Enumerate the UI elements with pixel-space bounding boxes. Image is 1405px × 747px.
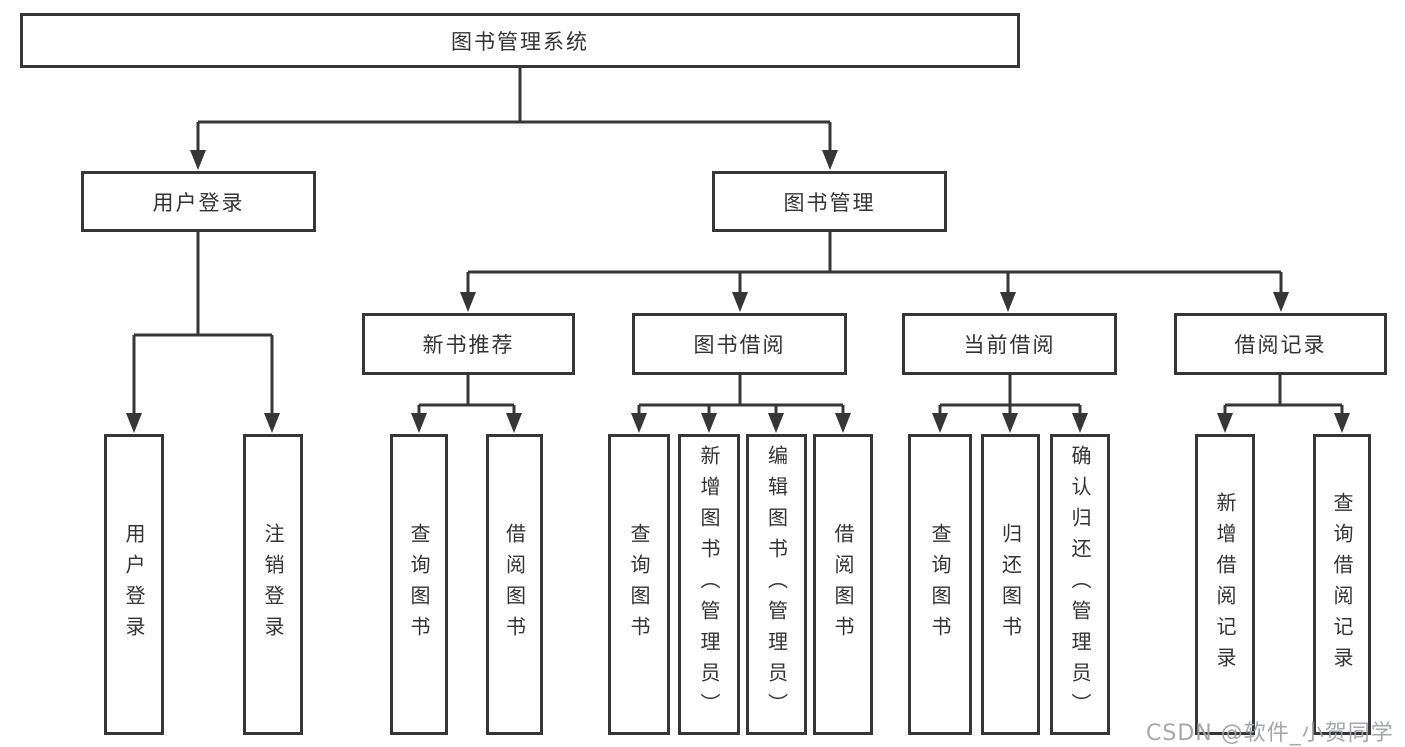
leaf-add-borrow-record: 新增借阅记录 xyxy=(1195,434,1255,735)
leaf-recommend-borrow-books: 借阅图书 xyxy=(486,434,543,735)
leaf-return-books: 归还图书 xyxy=(981,434,1040,735)
leaf-user-login: 用户登录 xyxy=(104,434,164,735)
leaf-add-borrow-record-label: 新增借阅记录 xyxy=(1213,491,1237,678)
leaf-recommend-query-books-label: 查询图书 xyxy=(407,522,431,647)
leaf-query-borrow-record-label: 查询借阅记录 xyxy=(1330,491,1354,678)
csdn-watermark: CSDN @软件_小贺同学 xyxy=(1146,715,1394,747)
leaf-borrow-books-label: 借阅图书 xyxy=(831,522,855,647)
node-borrow-record: 借阅记录 xyxy=(1174,313,1387,375)
node-book-management-label: 图书管理 xyxy=(783,190,876,215)
leaf-confirm-return-admin: 确认归还（管理员） xyxy=(1050,434,1110,735)
connector-borrow-record xyxy=(1223,375,1344,415)
leaf-add-books-admin-label: 新增图书（管理员） xyxy=(697,445,721,724)
connector-current-borrow xyxy=(938,375,1082,415)
node-book-management: 图书管理 xyxy=(712,171,947,232)
connector-root xyxy=(196,68,832,152)
leaf-recommend-borrow-books-label: 借阅图书 xyxy=(502,522,527,647)
connector-book-management xyxy=(466,232,1283,294)
connector-book-borrow xyxy=(637,375,845,415)
csdn-watermark-text: CSDN @软件_小贺同学 xyxy=(1146,721,1394,746)
node-new-book-recommend: 新书推荐 xyxy=(362,313,575,375)
leaf-borrow-query-books: 查询图书 xyxy=(608,434,670,735)
node-root-system: 图书管理系统 xyxy=(20,13,1020,68)
connector-new-book-recommend xyxy=(417,375,516,415)
leaf-recommend-query-books: 查询图书 xyxy=(390,434,448,735)
leaf-edit-books-admin-label: 编辑图书（管理员） xyxy=(764,445,789,724)
node-user-login-label: 用户登录 xyxy=(152,190,245,215)
node-borrow-record-label: 借阅记录 xyxy=(1234,333,1327,357)
leaf-confirm-return-admin-label: 确认归还（管理员） xyxy=(1068,445,1092,724)
leaf-query-borrow-record: 查询借阅记录 xyxy=(1313,434,1371,735)
node-current-borrow: 当前借阅 xyxy=(902,313,1117,375)
node-user-login: 用户登录 xyxy=(81,171,316,232)
node-new-book-recommend-label: 新书推荐 xyxy=(422,333,515,357)
leaf-logout-label: 注销登录 xyxy=(261,522,285,647)
leaf-return-books-label: 归还图书 xyxy=(998,522,1023,647)
leaf-add-books-admin: 新增图书（管理员） xyxy=(678,434,740,735)
leaf-logout: 注销登录 xyxy=(243,434,303,735)
node-book-borrow-label: 图书借阅 xyxy=(693,333,786,357)
leaf-borrow-query-books-label: 查询图书 xyxy=(627,522,651,647)
leaf-current-query-books: 查询图书 xyxy=(908,434,972,735)
leaf-current-query-books-label: 查询图书 xyxy=(928,522,952,647)
arrowheads xyxy=(126,150,1350,433)
leaf-edit-books-admin: 编辑图书（管理员） xyxy=(746,434,807,735)
node-root-system-label: 图书管理系统 xyxy=(451,29,589,54)
node-book-borrow: 图书借阅 xyxy=(632,313,847,375)
leaf-borrow-books: 借阅图书 xyxy=(813,434,873,735)
leaf-user-login-label: 用户登录 xyxy=(122,522,146,647)
connector-user-login xyxy=(132,232,274,415)
node-current-borrow-label: 当前借阅 xyxy=(963,333,1056,357)
